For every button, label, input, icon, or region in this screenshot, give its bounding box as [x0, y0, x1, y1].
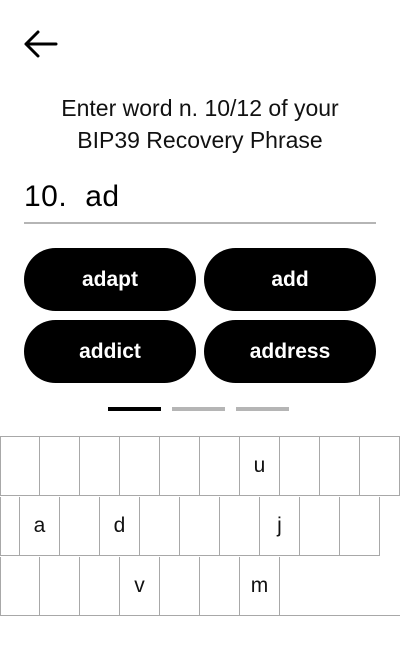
instruction-line-2: BIP39 Recovery Phrase: [77, 127, 323, 153]
key[interactable]: [40, 437, 80, 496]
pager-indicator[interactable]: [108, 407, 161, 411]
suggestion-pager: [108, 407, 289, 411]
key[interactable]: [280, 557, 400, 616]
word-number: 10.: [24, 180, 68, 213]
instruction-line-1: Enter word n. 10/12 of your: [61, 95, 339, 121]
key[interactable]: [280, 437, 320, 496]
word-input-value: ad: [85, 180, 120, 213]
key[interactable]: [80, 437, 120, 496]
suggestion-button[interactable]: addict: [24, 320, 196, 383]
suggestion-list: adapt add addict address: [24, 248, 376, 383]
key[interactable]: [360, 437, 400, 496]
key[interactable]: [300, 497, 340, 556]
key-spacer: [0, 497, 20, 556]
key[interactable]: [220, 497, 260, 556]
arrow-left-icon: [24, 30, 58, 58]
suggestion-button[interactable]: add: [204, 248, 376, 311]
key[interactable]: [180, 497, 220, 556]
key[interactable]: a: [20, 497, 60, 556]
key[interactable]: [60, 497, 100, 556]
key[interactable]: [160, 557, 200, 616]
key[interactable]: [200, 437, 240, 496]
key[interactable]: [340, 497, 380, 556]
keyboard-row-2: a d j: [0, 497, 400, 557]
key[interactable]: m: [240, 557, 280, 616]
word-input-field[interactable]: 10. ad: [24, 172, 376, 224]
key[interactable]: [0, 557, 40, 616]
key[interactable]: v: [120, 557, 160, 616]
key[interactable]: [200, 557, 240, 616]
suggestion-button[interactable]: address: [204, 320, 376, 383]
key[interactable]: u: [240, 437, 280, 496]
instruction-text: Enter word n. 10/12 of your BIP39 Recove…: [0, 92, 400, 156]
key[interactable]: [320, 437, 360, 496]
key[interactable]: j: [260, 497, 300, 556]
suggestion-button[interactable]: adapt: [24, 248, 196, 311]
keyboard-row-3: v m: [0, 557, 400, 617]
key[interactable]: [140, 497, 180, 556]
back-button[interactable]: [22, 26, 66, 62]
key[interactable]: [160, 437, 200, 496]
keyboard: u a d j v m: [0, 436, 400, 617]
key[interactable]: [120, 437, 160, 496]
key[interactable]: d: [100, 497, 140, 556]
pager-indicator[interactable]: [236, 407, 289, 411]
key[interactable]: [0, 437, 40, 496]
key[interactable]: [40, 557, 80, 616]
pager-indicator[interactable]: [172, 407, 225, 411]
key[interactable]: [80, 557, 120, 616]
keyboard-row-1: u: [0, 437, 400, 497]
